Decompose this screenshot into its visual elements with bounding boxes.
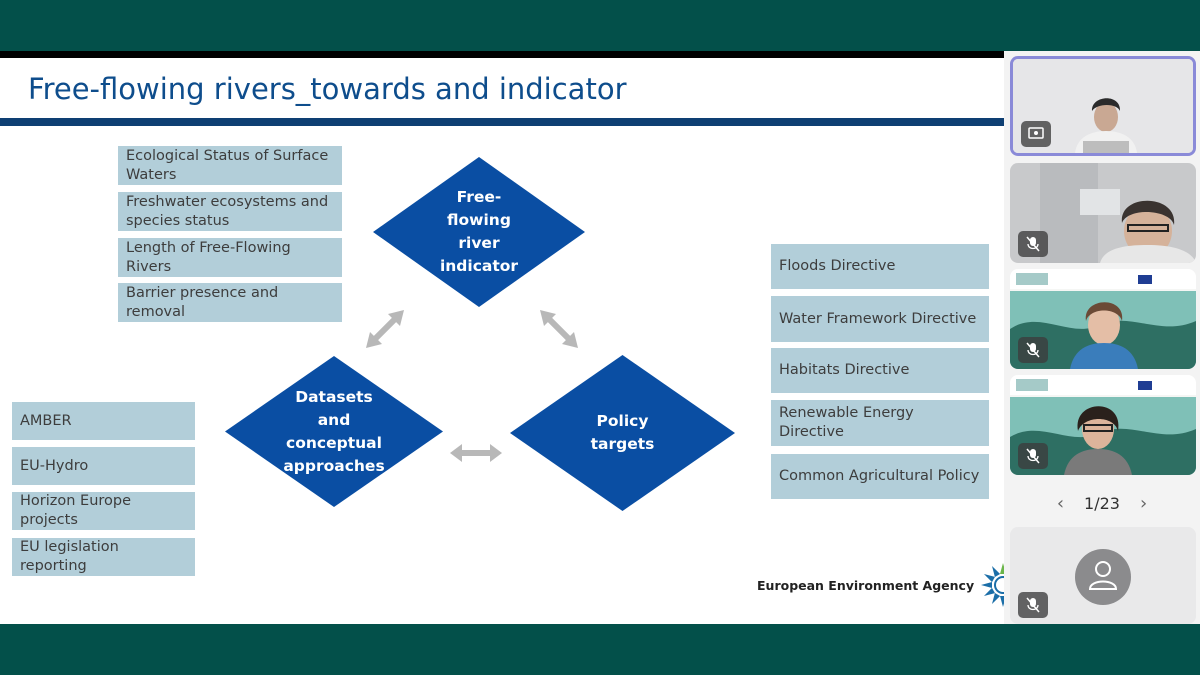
title-divider (0, 118, 1004, 126)
participant-avatar-5 (1075, 549, 1131, 605)
mic-off-icon-badge[interactable] (1018, 592, 1048, 618)
mic-off-icon-badge[interactable] (1018, 231, 1048, 257)
dataset-box-amber: AMBER (12, 402, 195, 440)
double-arrow-left-diagonal (366, 310, 404, 348)
mic-off-icon (1026, 342, 1040, 358)
dataset-box-eu-hydro: EU-Hydro (12, 447, 195, 485)
diamond-shape (225, 356, 443, 507)
indicator-box-ecological-status: Ecological Status of Surface Waters (118, 146, 342, 185)
participants-panel (1004, 51, 1200, 624)
dataset-box-legislation: EU legislation reporting (12, 538, 195, 576)
diamond-shape (510, 355, 735, 511)
participant-tile-2[interactable] (1010, 163, 1196, 263)
policy-box-red: Renewable Energy Directive (771, 400, 989, 446)
policy-box-wfd: Water Framework Directive (771, 296, 989, 342)
mic-off-icon-badge[interactable] (1018, 443, 1048, 469)
policy-box-cap: Common Agricultural Policy (771, 454, 989, 499)
eea-logo: European Environment Agency (757, 562, 1004, 608)
diamond-indicator-label: Free- flowing river indicator (439, 188, 519, 275)
eea-sun-icon (981, 563, 1004, 607)
mic-off-icon-badge[interactable] (1018, 337, 1048, 363)
participant-tile-1[interactable] (1010, 56, 1196, 156)
presentation-slide: Free-flowing rivers_towards and indicato… (0, 58, 1004, 624)
mic-off-icon (1026, 597, 1040, 613)
diamond-policy: Policy targets (510, 355, 735, 511)
policy-box-floods: Floods Directive (771, 244, 989, 289)
diamond-indicator: Free- flowing river indicator (373, 157, 585, 307)
slide-title: Free-flowing rivers_towards and indicato… (28, 72, 627, 106)
chevron-right-icon[interactable]: › (1139, 492, 1148, 514)
participant-tile-4[interactable] (1010, 375, 1196, 475)
participant-tile-5[interactable] (1010, 527, 1196, 624)
diamond-datasets: Datasets and conceptual approaches (225, 356, 443, 507)
screen-share-icon (1028, 127, 1044, 139)
avatar-placeholder-icon (1088, 561, 1118, 590)
screen-share-icon-badge[interactable] (1021, 121, 1051, 147)
chevron-left-icon[interactable]: ‹ (1056, 492, 1065, 514)
participant-video-4 (1010, 375, 1196, 475)
eea-logo-text: European Environment Agency (757, 577, 975, 593)
participant-tile-3[interactable] (1010, 269, 1196, 369)
indicator-box-length-ffr: Length of Free-Flowing Rivers (118, 238, 342, 277)
indicator-box-freshwater-ecosystems: Freshwater ecosystems and species status (118, 192, 342, 231)
double-arrow-right-diagonal (540, 310, 578, 348)
participant-video-3 (1010, 269, 1196, 369)
indicator-box-barrier: Barrier presence and removal (118, 283, 342, 322)
diamond-policy-label: Policy targets (590, 412, 655, 453)
diamond-shape (373, 157, 585, 307)
diamond-datasets-label: Datasets and conceptual approaches (283, 387, 385, 475)
participant-pager: ‹ 1/23 › (1004, 490, 1200, 516)
mic-off-icon (1026, 236, 1040, 252)
pager-label: 1/23 (1084, 493, 1120, 513)
policy-box-habitats: Habitats Directive (771, 348, 989, 393)
double-arrow-horizontal (450, 444, 502, 462)
dataset-box-horizon: Horizon Europe projects (12, 492, 195, 530)
mic-off-icon (1026, 448, 1040, 464)
